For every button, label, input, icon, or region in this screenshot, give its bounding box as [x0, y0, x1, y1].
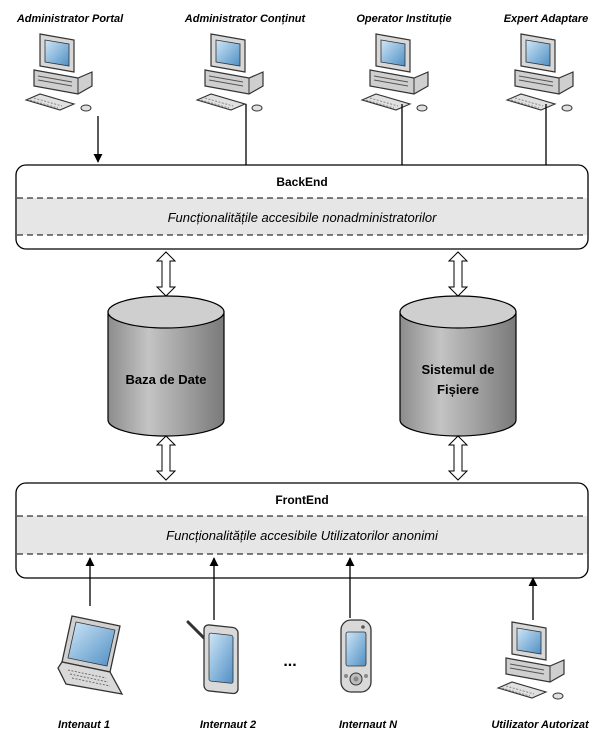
- user-label: Administrator Conținut: [184, 13, 307, 25]
- filesystem-label-line2: Fișiere: [437, 382, 479, 397]
- user-label: Intenaut 1: [58, 719, 110, 731]
- desktop-computer-icon: [497, 621, 565, 700]
- user-internaut-n: Internaut N: [339, 619, 398, 731]
- laptop-icon: [57, 615, 123, 695]
- backend-box: BackEnd Funcționalitățile accesibile non…: [15, 164, 589, 250]
- filesystem-cylinder: Sistemul de Fișiere: [399, 295, 517, 437]
- user-administrator-portal: Administrator Portal: [16, 13, 124, 112]
- user-label: Internaut N: [339, 719, 398, 731]
- user-label: Operator Instituție: [356, 13, 451, 25]
- tablet-stylus-icon: [186, 620, 240, 696]
- user-utilizator-autorizat: Utilizator Autorizat: [491, 621, 590, 731]
- desktop-computer-icon: [25, 33, 93, 112]
- database-cylinder-icon: [107, 295, 225, 437]
- user-label: Utilizator Autorizat: [491, 719, 590, 731]
- desktop-computer-icon: [196, 33, 264, 112]
- user-operator-institutie: Operator Instituție: [356, 13, 452, 112]
- frontend-box: FrontEnd Funcționalitățile accesibile Ut…: [15, 482, 589, 579]
- desktop-computer-icon: [361, 33, 429, 112]
- user-label: Administrator Portal: [16, 13, 124, 25]
- desktop-computer-icon: [506, 33, 574, 112]
- user-internaut-1: Intenaut 1: [57, 615, 123, 731]
- user-label: Expert Adaptare: [504, 13, 589, 25]
- double-arrow-database-frontend: [155, 435, 177, 481]
- database-label: Baza de Date: [126, 372, 207, 387]
- database-cylinder-icon: [399, 295, 517, 437]
- filesystem-label-line1: Sistemul de: [422, 362, 495, 377]
- database-cylinder: Baza de Date: [107, 295, 225, 437]
- backend-band-label: Funcționalitățile accesibile nonadminist…: [168, 210, 437, 225]
- frontend-band-label: Funcționalitățile accesibile Utilizatori…: [166, 528, 439, 543]
- user-expert-adaptare: Expert Adaptare: [504, 13, 589, 112]
- double-arrow-backend-filesystem: [447, 251, 469, 297]
- user-administrator-continut: Administrator Conținut: [184, 13, 307, 112]
- backend-title: BackEnd: [276, 175, 327, 189]
- user-label: Internaut 2: [200, 719, 256, 731]
- ellipsis: ...: [283, 653, 296, 670]
- frontend-title: FrontEnd: [275, 493, 328, 507]
- double-arrow-backend-database: [155, 251, 177, 297]
- user-internaut-2: Internaut 2: [186, 620, 256, 731]
- double-arrow-filesystem-frontend: [447, 435, 469, 481]
- pda-device-icon: [340, 619, 372, 693]
